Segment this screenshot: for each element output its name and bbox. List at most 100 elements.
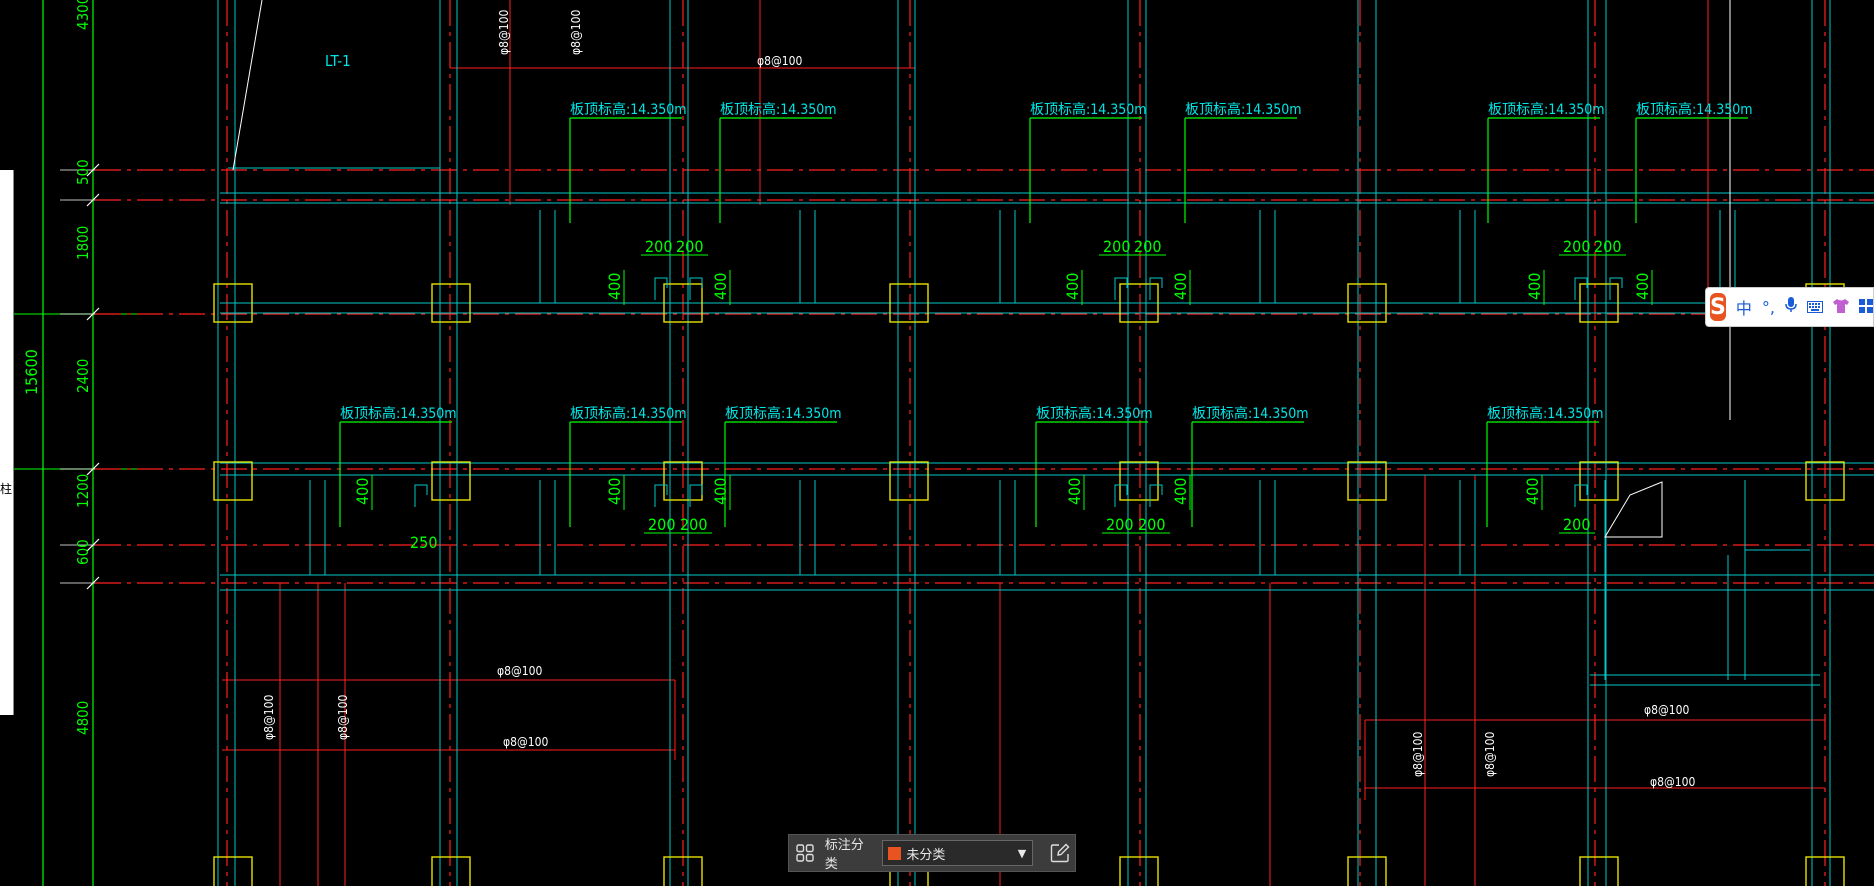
- stair-slash: [232, 0, 263, 171]
- slab-elevation-text: 板顶标高:14.350m: [720, 101, 837, 118]
- dim-400-text: 400: [1171, 273, 1190, 300]
- slab-elevation-text: 板顶标高:14.350m: [725, 405, 842, 422]
- opening-symbol: [654, 277, 668, 300]
- category-selected-value: 未分类: [906, 847, 946, 863]
- ime-toolbox-icon[interactable]: [1859, 298, 1873, 317]
- dim-total-text: 15600: [22, 349, 41, 395]
- dim-200-text: 200: [676, 237, 703, 256]
- text-layer: 板顶标高:14.350m 板顶标高:14.350m 板顶标高:14.350m 板顶标高…: [262, 9, 1753, 789]
- dim-text: 2400: [74, 359, 92, 393]
- opening-symbol: [1574, 484, 1588, 507]
- dim-400-text: 400: [1525, 273, 1544, 300]
- rebar-note: φ8@100: [336, 694, 350, 740]
- category-select[interactable]: 未分类 ▼: [882, 840, 1034, 866]
- edit-button[interactable]: [1045, 838, 1075, 868]
- panel-glyph: 柱: [0, 482, 13, 496]
- column: [1119, 856, 1159, 886]
- dim-200-text: 200: [1106, 515, 1133, 534]
- ime-microphone-icon[interactable]: [1785, 297, 1797, 317]
- rebar-note: φ8@100: [497, 9, 511, 55]
- opening-symbol: [1609, 277, 1623, 300]
- ime-punctuation-icon[interactable]: °,: [1761, 297, 1775, 317]
- rebar-note: φ8@100: [1483, 731, 1497, 777]
- column: [663, 856, 703, 886]
- chevron-down-icon: ▼: [1017, 846, 1027, 860]
- opening-symbol: [654, 484, 668, 507]
- left-side-panel[interactable]: 柱: [0, 170, 14, 715]
- dim-200-text: 200: [648, 515, 675, 534]
- column: [213, 856, 253, 886]
- ime-mode-chinese[interactable]: 中: [1735, 299, 1752, 318]
- rebar-note: φ8@100: [503, 735, 549, 749]
- column: [1805, 856, 1845, 886]
- dim-text: 500: [74, 159, 92, 185]
- dim-text: 600: [74, 539, 92, 565]
- dim-tick: [86, 462, 100, 476]
- dim-400-text: 400: [1171, 478, 1190, 505]
- column: [1347, 461, 1387, 501]
- column: [1579, 856, 1619, 886]
- dim-200-text: 200: [1563, 237, 1590, 256]
- column-layer: [213, 283, 1845, 886]
- column: [431, 461, 471, 501]
- column: [1579, 283, 1619, 323]
- dim-tick: [86, 163, 100, 177]
- dim-400-text: 400: [1523, 478, 1542, 505]
- dim-200-text: 200: [1563, 515, 1590, 534]
- dim-200-text: 200: [1134, 237, 1161, 256]
- grid-icon: [796, 844, 814, 862]
- column: [889, 283, 929, 323]
- dim-text: 1800: [74, 226, 92, 260]
- column: [663, 461, 703, 501]
- slab-elevation-text: 板顶标高:14.350m: [1036, 405, 1153, 422]
- edit-icon: [1050, 843, 1070, 863]
- slab-elevation-text: 板顶标高:14.350m: [1192, 405, 1309, 422]
- rebar-note: φ8@100: [757, 54, 803, 68]
- column: [1119, 461, 1159, 501]
- column: [663, 283, 703, 323]
- dim-400-text: 400: [711, 273, 730, 300]
- column: [1347, 283, 1387, 323]
- ime-skin-icon[interactable]: [1833, 298, 1849, 317]
- slab-elevation-text: 板顶标高:14.350m: [1488, 101, 1605, 118]
- dim-400-text: 400: [711, 478, 730, 505]
- column: [213, 283, 253, 323]
- dim-400-text: 400: [605, 478, 624, 505]
- slab-elevation-text: 板顶标高:14.350m: [1185, 101, 1302, 118]
- rebar-note: φ8@100: [1650, 775, 1696, 789]
- layout-grid-button[interactable]: [789, 837, 821, 869]
- sogou-logo-icon[interactable]: S: [1710, 293, 1726, 321]
- dim-200-text: 200: [680, 515, 707, 534]
- ime-keyboard-icon[interactable]: [1807, 298, 1823, 317]
- dim-400-text: 400: [1063, 273, 1082, 300]
- rebar-note: φ8@100: [569, 9, 583, 55]
- column: [431, 856, 471, 886]
- dim-200-text: 200: [1103, 237, 1130, 256]
- opening-symbol: [1149, 277, 1163, 300]
- column: [1579, 461, 1619, 501]
- column: [213, 461, 253, 501]
- dim-400-text: 400: [353, 478, 372, 505]
- column: [1119, 283, 1159, 323]
- rebar-note: φ8@100: [1644, 703, 1690, 717]
- rebar-note: φ8@100: [262, 694, 276, 740]
- annotation-category-toolbar: 标注分类 未分类 ▼: [788, 834, 1076, 872]
- dim-text: 4300: [74, 0, 92, 30]
- opening-symbol: [1574, 277, 1588, 300]
- dim-200-text: 200: [1138, 515, 1165, 534]
- rebar-note: φ8@100: [1411, 731, 1425, 777]
- label-lt1: LT-1: [325, 52, 351, 70]
- column: [1805, 461, 1845, 501]
- dim-tick: [86, 576, 100, 590]
- ime-toolbar[interactable]: S 中 °,: [1705, 287, 1874, 327]
- slab-elevation-text: 板顶标高:14.350m: [1487, 405, 1604, 422]
- slab-elevation-text: 板顶标高:14.350m: [570, 101, 687, 118]
- opening-symbol: [1114, 277, 1128, 300]
- opening-symbol: [689, 484, 703, 507]
- dim-text: 4800: [74, 701, 92, 735]
- opening-symbol: [1149, 484, 1163, 507]
- column: [1347, 856, 1387, 886]
- opening-symbol: [689, 277, 703, 300]
